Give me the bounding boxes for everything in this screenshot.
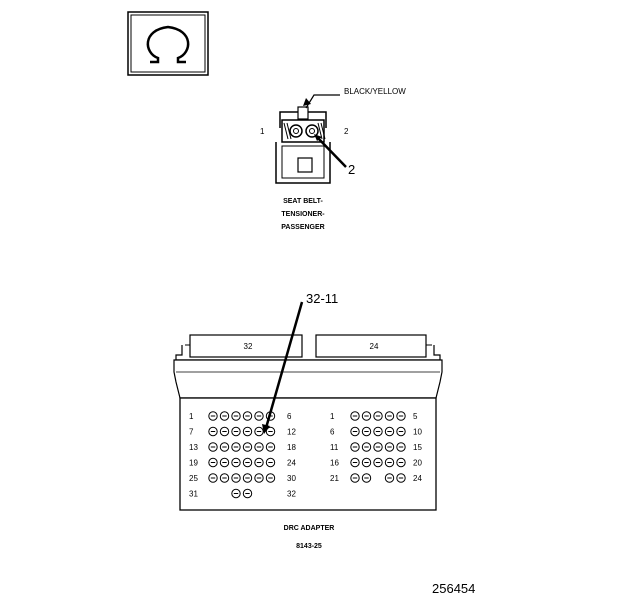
ohmmeter-symbol: [127, 11, 209, 76]
left-row-3-start-label: 13: [189, 443, 198, 452]
pin-callout: 2: [348, 162, 355, 177]
pin-2-socket: [305, 124, 319, 138]
right-row-2-start-label: 6: [330, 428, 335, 437]
right-row-5-end-label: 24: [413, 474, 422, 483]
left-row-6-end-label: 32: [287, 490, 296, 499]
connector-caption-line-3: PASSENGER: [281, 224, 324, 231]
left-row-4-start-label: 19: [189, 459, 198, 468]
left-plug-header: 32: [244, 342, 253, 351]
right-row-2-end-label: 10: [413, 428, 422, 437]
right-row-3-start-label: 11: [330, 443, 339, 452]
left-row-5-start-label: 25: [189, 474, 198, 483]
left-row-5-end-label: 30: [287, 474, 296, 483]
right-row-5-start-label: 21: [330, 474, 339, 483]
right-row-1-end-label: 5: [413, 412, 418, 421]
pin-2-label: 2: [344, 127, 349, 136]
connector-caption-line-2: TENSIONER-: [281, 211, 325, 218]
pin-callout-32-11: 32-11: [306, 291, 338, 306]
omega-icon: [146, 25, 190, 64]
figure-number: 256454: [432, 581, 475, 596]
right-plug-header: 24: [370, 342, 379, 351]
seat-belt-tensioner-connector: BLACK/YELLOW 1 2 2 SEAT BELT- TENSIONER-…: [260, 87, 406, 231]
connector-caption-line-1: SEAT BELT-: [283, 198, 323, 205]
left-row-2-start-label: 7: [189, 428, 194, 437]
right-row-4-start-label: 16: [330, 459, 339, 468]
wire-color-label: BLACK/YELLOW: [344, 87, 406, 96]
left-row-3-end-label: 18: [287, 443, 296, 452]
pin-1-label: 1: [260, 127, 265, 136]
adapter-caption: DRC ADAPTER: [284, 525, 335, 532]
left-row-4-end-label: 24: [287, 459, 296, 468]
left-row-2-end-label: 12: [287, 428, 296, 437]
left-row-1-end-label: 6: [287, 412, 292, 421]
pin-1-socket: [289, 124, 303, 138]
right-row-3-end-label: 15: [413, 443, 422, 452]
left-row-1-start-label: 1: [189, 412, 194, 421]
right-row-4-end-label: 20: [413, 459, 422, 468]
right-row-1-start-label: 1: [330, 412, 335, 421]
left-row-6-start-label: 31: [189, 490, 198, 499]
adapter-part-number: 8143-25: [296, 543, 322, 550]
